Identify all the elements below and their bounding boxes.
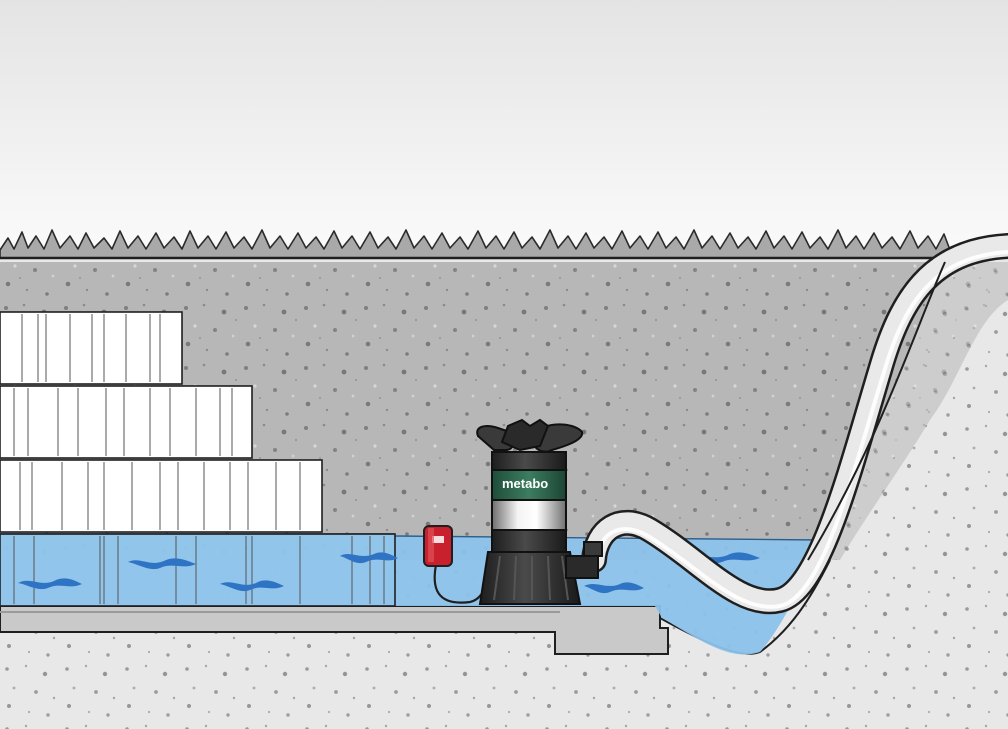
discharge-hose-icon [581, 233, 1008, 615]
water-waves [18, 552, 760, 594]
grass [0, 229, 951, 260]
wall-block-lines [13, 314, 385, 604]
pump-brand-logo: metabo [502, 476, 548, 491]
stacked-wall-blocks [0, 311, 396, 607]
excavation-edge [807, 261, 946, 561]
sky-background [0, 0, 1008, 250]
submersible-pump-icon: metabo [476, 418, 603, 605]
